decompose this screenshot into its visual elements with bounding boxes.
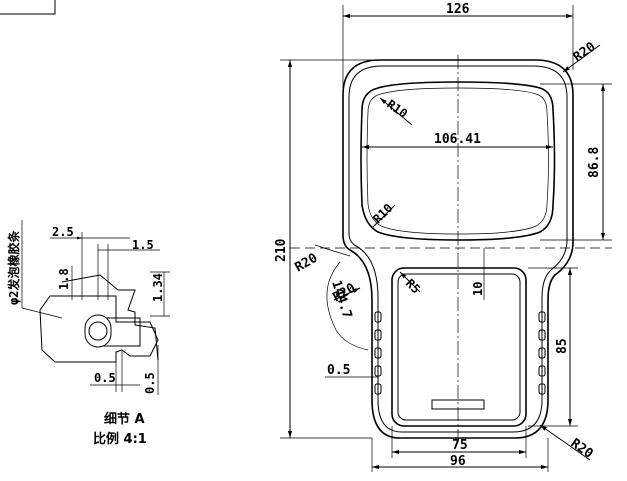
radius-r20-bottom: R20 xyxy=(568,436,596,462)
dim-85: 85 xyxy=(555,338,570,354)
radius-r10-top: R10 xyxy=(384,97,410,121)
display-window xyxy=(360,81,556,241)
radius-r20-left: R20 xyxy=(293,251,321,276)
dim-1-5: 1.5 xyxy=(132,238,154,252)
dim-width-126: 126 xyxy=(446,2,470,17)
main-view: 126 210 106.41 86.8 R20 R10 R10 xyxy=(274,2,612,472)
dim-0-5-vertical: 0.5 xyxy=(143,372,157,394)
dim-width-96: 96 xyxy=(450,454,466,469)
title-block-corner xyxy=(0,0,56,15)
dim-window-height: 86.8 xyxy=(587,147,602,178)
radius-r5: R5 xyxy=(403,276,423,296)
dim-window-width: 106.41 xyxy=(434,132,481,147)
radius-r20-top: R20 xyxy=(571,39,599,65)
dim-1-8: 1.8 xyxy=(57,268,71,290)
vent-slots-left xyxy=(374,311,382,395)
housing-outline xyxy=(342,59,574,439)
radius-r10-bottom: R10 xyxy=(370,201,395,226)
dim-0-5-main: 0.5 xyxy=(327,363,350,378)
slot-opening xyxy=(431,399,485,410)
keypad-area xyxy=(391,267,527,427)
vent-slots-right xyxy=(538,311,546,395)
detail-caption-title: 细节 A xyxy=(104,411,145,427)
detail-caption-scale: 比例 4:1 xyxy=(93,431,147,447)
seal-note: φ2发泡橡胶条 xyxy=(6,230,21,305)
dim-1-34: 1.34 xyxy=(151,273,165,302)
dim-height-210: 210 xyxy=(274,238,289,262)
dim-width-75: 75 xyxy=(452,438,468,453)
detail-view: φ2发泡橡胶条 2.5 1.5 1.8 1.34 0.5 xyxy=(6,220,170,447)
dim-10: 10 xyxy=(471,282,485,296)
dim-2-5: 2.5 xyxy=(52,225,74,239)
dim-0-5-bottom: 0.5 xyxy=(94,371,116,385)
